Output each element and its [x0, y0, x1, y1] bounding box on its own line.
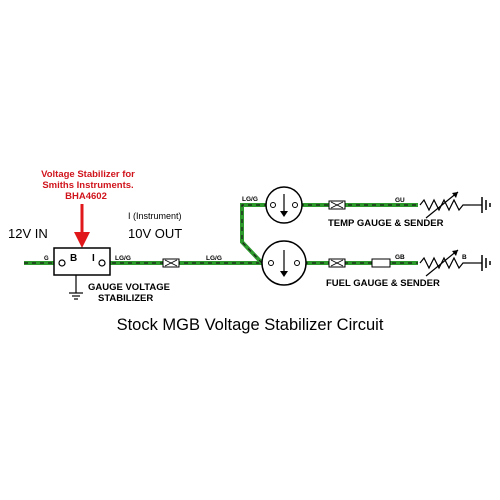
branch-wire-temp — [240, 203, 268, 265]
fuel-gauge-label: FUEL GAUGE & SENDER — [326, 278, 440, 289]
wire-g-label: G — [44, 256, 49, 262]
stabilizer-ground-icon — [69, 275, 83, 300]
fuel-ground-icon — [481, 255, 491, 271]
wire-lgg-top-label: LG/G — [242, 196, 258, 203]
output-label: 10V OUT — [128, 226, 182, 241]
temp-sender-icon — [418, 191, 482, 219]
input-label: 12V IN — [8, 226, 48, 241]
stabilizer-label-1: GAUGE VOLTAGE — [88, 282, 170, 293]
main-line-connector — [162, 258, 180, 268]
fuel-gauge-icon — [261, 240, 307, 286]
temp-line-connector — [328, 200, 346, 210]
instrument-label: I (Instrument) — [128, 211, 182, 221]
terminal-i-label: I — [92, 253, 95, 264]
terminal-b-label: B — [70, 253, 77, 264]
temp-gauge-label: TEMP GAUGE & SENDER — [328, 218, 444, 229]
wire-lgg-label-2: LG/G — [206, 255, 222, 262]
wire-gu-label: GU — [395, 197, 405, 204]
annotation-line-2: Smiths Instruments. — [42, 180, 133, 191]
annotation-arrow — [74, 204, 90, 248]
temp-ground-icon — [481, 197, 491, 213]
fuel-line-connector — [328, 258, 346, 268]
stabilizer-terminal-b — [58, 259, 66, 267]
wire-gb-label: GB — [395, 254, 405, 261]
annotation-part-number: BHA4602 — [65, 191, 107, 202]
fuel-line-resistor — [371, 258, 391, 268]
diagram-caption: Stock MGB Voltage Stabilizer Circuit — [117, 316, 384, 334]
fuel-sender-icon — [418, 249, 482, 277]
wire-lgg-label-1: LG/G — [115, 255, 131, 262]
wire-b-label: B — [462, 254, 467, 261]
stabilizer-label-2: STABILIZER — [98, 293, 153, 304]
stabilizer-terminal-i — [98, 259, 106, 267]
annotation-line-1: Voltage Stabilizer for — [41, 169, 135, 180]
temp-gauge-icon — [265, 186, 303, 224]
